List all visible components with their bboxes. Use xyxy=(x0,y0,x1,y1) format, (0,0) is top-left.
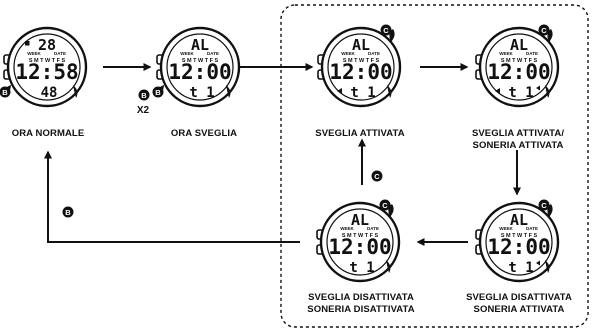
bottom-display: t 1 xyxy=(349,260,374,276)
top-display: AL xyxy=(352,36,370,54)
day-letters: S M T W T F S xyxy=(501,233,538,239)
watch-dial xyxy=(326,208,394,276)
caption-ora-normale: ORA NORMALE xyxy=(8,128,88,140)
bottom-display: t 1 xyxy=(350,85,375,101)
watch-dial xyxy=(327,33,395,101)
main-time: 12:00 xyxy=(328,235,391,259)
crescent-mark xyxy=(545,85,550,98)
week-label: WEEK xyxy=(499,51,513,56)
watch-dial xyxy=(13,33,81,101)
caption-ora-sveglia: ORA SVEGLIA xyxy=(164,128,244,140)
sound-icon xyxy=(536,260,540,266)
caption-line: SONERIA ATTIVATA xyxy=(472,140,564,151)
c-transition-badge-letter: C xyxy=(374,172,380,181)
arrow-back-to-normale xyxy=(44,150,300,243)
button-badge-letter: C xyxy=(383,26,389,35)
button-badge-icon xyxy=(379,199,391,211)
button-badge-icon xyxy=(152,86,164,98)
main-time: 12:00 xyxy=(487,60,550,84)
crescent-mark xyxy=(387,85,392,98)
day-letters: S M T W T F S xyxy=(182,58,219,64)
button-badge-letter: C xyxy=(541,26,547,35)
alarm-icon xyxy=(337,88,342,94)
c-transition-badge: C xyxy=(371,170,383,182)
crescent-mark xyxy=(545,260,550,273)
mode-indicator xyxy=(25,41,30,46)
main-time: 12:58 xyxy=(15,60,78,84)
button-badge-icon xyxy=(380,24,392,36)
bottom-display: 48 xyxy=(41,85,58,101)
week-label: WEEK xyxy=(180,51,194,56)
date-label: DATE xyxy=(54,51,66,56)
button-badge-letter: C xyxy=(541,201,547,210)
main-time: 12:00 xyxy=(329,60,392,84)
caption-line: SONERIA ATTIVATA xyxy=(473,304,565,315)
day-letters: S M T W T F S xyxy=(29,58,66,64)
button-badge-letter: C xyxy=(382,201,388,210)
caption-line: SVEGLIA DISATTIVATA xyxy=(466,292,572,303)
top-display: 28 xyxy=(38,36,56,54)
caption-line: SVEGLIA ATTIVATA/ xyxy=(471,128,565,139)
bottom-display: t 1 xyxy=(189,85,214,101)
crescent-mark xyxy=(73,85,78,98)
week-label: WEEK xyxy=(499,226,513,231)
date-label: DATE xyxy=(207,51,219,56)
caption-line: SONERIA DISATTIVATA xyxy=(307,304,415,315)
date-label: DATE xyxy=(367,226,379,231)
bottom-display: t 1 xyxy=(508,260,533,276)
week-label: WEEK xyxy=(27,51,41,56)
watch-dial xyxy=(485,208,553,276)
caption-sveglia-soneria-disattivata: SVEGLIA DISATTIVATA SONERIA DISATTIVATA xyxy=(296,292,426,316)
date-label: DATE xyxy=(368,51,380,56)
button-badge-icon xyxy=(538,24,550,36)
week-label: WEEK xyxy=(340,226,354,231)
main-time: 12:00 xyxy=(487,235,550,259)
day-letters: S M T W T F S xyxy=(343,58,380,64)
top-display: AL xyxy=(510,36,528,54)
top-display: AL xyxy=(510,211,528,229)
x2-label: X2 xyxy=(137,105,150,116)
button-badge-letter: B xyxy=(155,88,161,97)
week-label: WEEK xyxy=(341,51,355,56)
crescent-mark xyxy=(386,260,391,273)
transition-arrows xyxy=(44,63,521,246)
b-x2-badge-letter: B xyxy=(141,91,147,100)
caption-line: SVEGLIA ATTIVATA xyxy=(315,128,405,139)
caption-line: ORA SVEGLIA xyxy=(170,128,238,139)
day-letters: S M T W T F S xyxy=(501,58,538,64)
crescent-mark xyxy=(226,85,231,98)
top-display: AL xyxy=(351,211,369,229)
button-badge-icon xyxy=(538,199,550,211)
button-badge-letter: B xyxy=(2,88,8,97)
b-return-badge-letter: B xyxy=(65,208,71,217)
day-letters: S M T W T F S xyxy=(342,233,379,239)
alarm-icon xyxy=(495,88,500,94)
caption-line: ORA NORMALE xyxy=(11,128,85,139)
caption-sveglia-attivata: SVEGLIA ATTIVATA xyxy=(300,128,420,140)
date-label: DATE xyxy=(526,51,538,56)
watch-dial xyxy=(485,33,553,101)
b-return-badge: B xyxy=(62,206,74,218)
alarm-states-boundary xyxy=(280,4,589,328)
sound-icon xyxy=(536,85,540,91)
button-badge-icon xyxy=(0,86,11,98)
caption-line: SVEGLIA DISATTIVATA xyxy=(308,292,414,303)
b-x2-badge: B X2 xyxy=(137,89,150,116)
caption-sveglia-disattivata-soneria-attivata: SVEGLIA DISATTIVATA SONERIA ATTIVATA xyxy=(455,292,583,316)
top-display: AL xyxy=(191,36,209,54)
date-label: DATE xyxy=(526,226,538,231)
main-time: 12:00 xyxy=(168,60,231,84)
caption-sveglia-soneria-attivata: SVEGLIA ATTIVATA/ SONERIA ATTIVATA xyxy=(458,128,578,152)
watch-dial xyxy=(166,33,234,101)
bottom-display: t 1 xyxy=(508,85,533,101)
